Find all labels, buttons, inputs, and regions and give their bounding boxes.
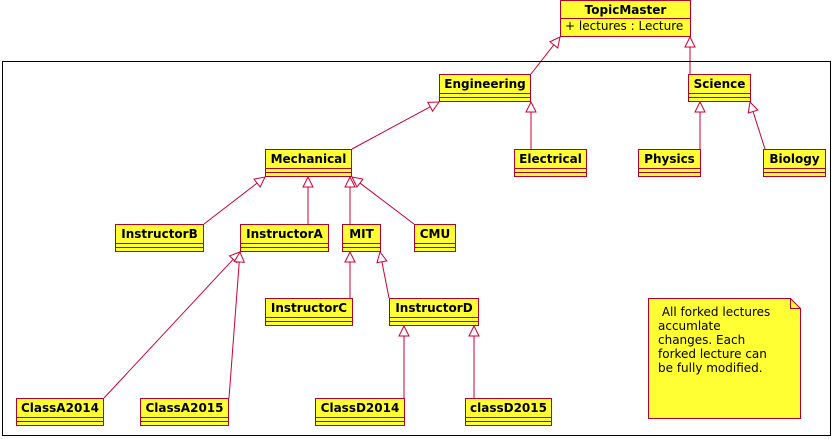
- class-name: InstructorA: [246, 227, 323, 241]
- separator: [316, 417, 404, 421]
- class-biology[interactable]: Biology: [763, 149, 826, 177]
- separator: [764, 168, 825, 172]
- class-name: Mechanical: [270, 152, 347, 166]
- class-name: CMU: [419, 227, 451, 241]
- class-name: ClassD2014: [320, 401, 400, 415]
- generalization-arrowhead-cmu-to-mechanical: [351, 176, 364, 188]
- class-science[interactable]: Science: [688, 74, 751, 102]
- generalization-edge-instructorb-to-mechanical: [203, 182, 258, 225]
- class-name: Physics: [644, 152, 695, 166]
- separator: [515, 168, 586, 172]
- class-name: Engineering: [444, 77, 526, 91]
- separator: [17, 421, 103, 425]
- separator: [764, 172, 825, 176]
- class-name: ClassA2014: [21, 401, 99, 415]
- class-name: InstructorB: [121, 227, 198, 241]
- separator: [415, 247, 455, 251]
- class-classa2015[interactable]: ClassA2015: [140, 398, 229, 426]
- class-attribute: + lectures : Lecture: [565, 19, 684, 33]
- class-engineering[interactable]: Engineering: [439, 74, 531, 102]
- separator: [343, 243, 380, 247]
- separator: [266, 172, 351, 176]
- generalization-edge-mechanical-to-engineering: [351, 106, 431, 150]
- separator: [241, 243, 328, 247]
- generalization-arrowhead-physics-to-science: [694, 100, 706, 113]
- generalization-edge-engineering-to-topicmaster: [530, 44, 555, 75]
- separator: [466, 417, 551, 421]
- generalization-arrowhead-classd2014-to-instructord: [398, 324, 410, 337]
- class-name: classD2015: [470, 401, 547, 415]
- separator: [466, 421, 551, 425]
- class-physics[interactable]: Physics: [638, 149, 701, 177]
- class-instructorb[interactable]: InstructorB: [115, 224, 204, 252]
- generalization-arrowhead-instructord-to-mit: [376, 250, 388, 264]
- generalization-arrowhead-instructorc-to-mit: [344, 250, 356, 263]
- class-classd2015[interactable]: classD2015: [465, 398, 552, 426]
- class-name: Science: [693, 77, 746, 91]
- class-electrical[interactable]: Electrical: [514, 149, 587, 177]
- separator: [515, 172, 586, 176]
- separator: [141, 421, 228, 425]
- generalization-arrowhead-classd2015-to-instructord: [468, 324, 480, 337]
- generalization-edge-classa2014-to-instructora: [103, 258, 234, 399]
- separator: [17, 417, 103, 421]
- class-name: ClassA2015: [145, 401, 224, 415]
- separator: [343, 247, 380, 251]
- separator: [639, 168, 700, 172]
- separator: [116, 247, 203, 251]
- separator: [689, 93, 750, 97]
- generalization-edge-biology-to-science: [752, 111, 766, 150]
- separator: [116, 243, 203, 247]
- class-topicmaster[interactable]: TopicMaster + lectures : Lecture: [560, 0, 691, 37]
- separator: [390, 317, 478, 321]
- class-name: MIT: [349, 227, 374, 241]
- separator: [561, 18, 690, 19]
- generalization-edge-cmu-to-mechanical: [359, 182, 415, 225]
- class-classd2014[interactable]: ClassD2014: [315, 398, 405, 426]
- separator: [639, 172, 700, 176]
- generalization-edge-instructord-to-mit: [381, 261, 390, 299]
- generalization-arrowhead-instructora-to-mechanical: [302, 175, 314, 188]
- separator: [440, 97, 530, 101]
- separator: [689, 97, 750, 101]
- class-mechanical[interactable]: Mechanical: [265, 149, 352, 177]
- separator: [316, 421, 404, 425]
- generalization-arrowhead-engineering-to-topicmaster: [548, 36, 561, 49]
- generalization-arrowhead-classa2015-to-instructora: [233, 250, 246, 263]
- generalization-arrowhead-science-to-topicmaster: [684, 35, 696, 48]
- separator: [141, 417, 228, 421]
- generalization-arrowhead-biology-to-science: [747, 100, 759, 114]
- class-classa2014[interactable]: ClassA2014: [16, 398, 104, 426]
- separator: [266, 321, 352, 325]
- generalization-arrowhead-electrical-to-engineering: [525, 100, 537, 113]
- class-name: Electrical: [519, 152, 582, 166]
- note[interactable]: All forked lectures accumlate changes. E…: [648, 298, 801, 419]
- note-text: All forked lectures accumlate changes. E…: [658, 305, 771, 375]
- class-instructord[interactable]: InstructorD: [389, 298, 479, 326]
- class-name: InstructorD: [395, 301, 473, 315]
- separator: [266, 168, 351, 172]
- generalization-arrowhead-mit-to-mechanical: [344, 175, 356, 188]
- separator: [415, 243, 455, 247]
- generalization-arrowhead-mechanical-to-engineering: [427, 101, 440, 113]
- class-name: TopicMaster: [584, 3, 667, 17]
- note-shape: [648, 298, 801, 419]
- separator: [390, 321, 478, 325]
- class-mit[interactable]: MIT: [342, 224, 381, 252]
- class-name: Biology: [769, 152, 820, 166]
- generalization-arrowhead-instructorb-to-mechanical: [253, 176, 266, 189]
- separator: [440, 93, 530, 97]
- generalization-edge-classa2015-to-instructora: [228, 261, 240, 399]
- separator: [266, 317, 352, 321]
- class-instructorc[interactable]: InstructorC: [265, 298, 353, 326]
- class-instructora[interactable]: InstructorA: [240, 224, 329, 252]
- class-name: InstructorC: [270, 301, 348, 315]
- separator: [241, 247, 328, 251]
- package-frame: [2, 61, 831, 436]
- class-cmu[interactable]: CMU: [414, 224, 456, 252]
